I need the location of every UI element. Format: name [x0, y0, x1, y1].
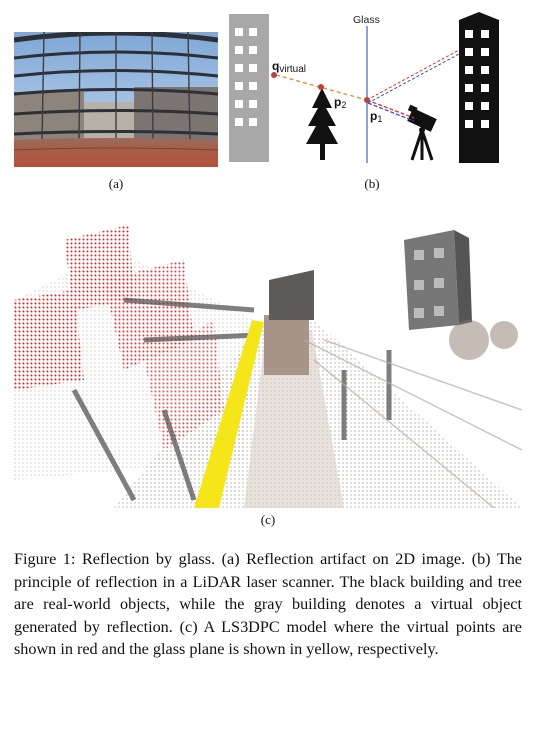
p2-subscript: 2: [341, 100, 346, 110]
tree-icon: [306, 88, 338, 160]
real-building-icon: [459, 12, 499, 163]
svg-text:qvirtual: qvirtual: [272, 59, 306, 75]
lidar-scanner-icon: [407, 104, 437, 161]
incoming-ray-blue: [367, 102, 415, 122]
reflected-ray-blue: [367, 53, 460, 104]
virtual-building-icon: [229, 14, 269, 162]
panel-a-label: (a): [108, 176, 124, 191]
q-virtual-point: [271, 72, 277, 78]
p2-point: [318, 84, 324, 90]
p1-label: p: [370, 109, 377, 123]
glass-label: Glass: [353, 14, 380, 26]
p1-subscript: 1: [377, 114, 382, 124]
svg-text:p2: p2: [334, 95, 346, 110]
virtual-ray: [275, 74, 368, 101]
reflection-diagram: Glass qvirtual p2 p1: [229, 12, 499, 163]
ls3dpc-model-image: [14, 210, 523, 509]
panel-b-label: (b): [364, 176, 380, 191]
panel-c-label: (c): [260, 512, 276, 527]
reflected-ray-red: [366, 49, 460, 101]
q-subscript: virtual: [279, 64, 306, 75]
p1-point: [364, 97, 370, 103]
svg-text:p1: p1: [370, 109, 382, 124]
panel-b-diagram: Glass qvirtual p2 p1: [222, 8, 522, 168]
glass-plane: [194, 320, 264, 508]
q-label: q: [272, 59, 279, 73]
figure-caption: Figure 1: Reflection by glass. (a) Refle…: [14, 550, 522, 658]
incoming-ray-red: [366, 99, 415, 119]
glass-facade-image: [13, 30, 219, 167]
panel-a-photo: [13, 30, 219, 167]
p2-label: p: [334, 95, 341, 109]
panel-c-pointcloud: [14, 210, 523, 509]
